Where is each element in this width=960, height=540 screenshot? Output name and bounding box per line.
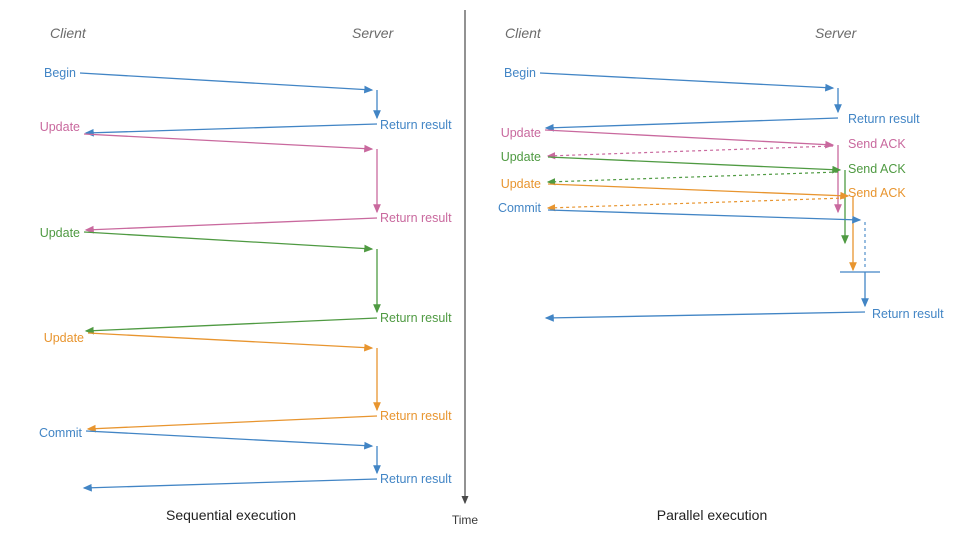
left-message-commit: Commit Return result [39, 426, 452, 492]
right-label-return-result-1: Return result [848, 112, 920, 126]
right-label-update-pink: Update [501, 126, 541, 140]
right-label-send-ack-2: Send ACK [848, 162, 906, 176]
right-server-lifeline-label: Server [815, 25, 858, 41]
arrow-r-send-ack-pink [546, 145, 834, 160]
right-message-update-pink: Update Send ACK [501, 126, 906, 214]
left-message-update-green: Update Return result [40, 226, 452, 335]
left-label-commit: Commit [39, 426, 83, 440]
arrow-r-commit-request [547, 209, 862, 224]
right-label-commit: Commit [498, 201, 542, 215]
left-client-lifeline-label: Client [50, 25, 87, 41]
right-message-begin: Begin Return result [504, 66, 920, 132]
arrow-commit-response [82, 478, 378, 492]
arrow-r-send-ack-orange [546, 197, 846, 212]
arrow-begin-request [79, 72, 374, 94]
arrow-r-update-orange-request [547, 183, 850, 200]
left-label-return-result-5: Return result [380, 472, 452, 486]
left-panel: Client Server Begin Return result Update… [39, 25, 452, 523]
arrow-update-green-request [83, 231, 374, 253]
left-label-return-result-3: Return result [380, 311, 452, 325]
arrow-r-send-ack-green [546, 171, 839, 186]
left-panel-caption: Sequential execution [166, 507, 296, 523]
left-label-update-green: Update [40, 226, 80, 240]
left-label-return-result-4: Return result [380, 409, 452, 423]
left-message-begin: Begin Return result [44, 66, 452, 137]
time-axis-label: Time [452, 513, 479, 527]
left-message-update-pink: Update Return result [40, 120, 452, 234]
arrow-update-pink-response [84, 217, 378, 234]
right-label-send-ack-1: Send ACK [848, 137, 906, 151]
right-panel: Client Server Begin Return result Update… [498, 25, 944, 523]
left-label-update-orange: Update [44, 331, 84, 345]
right-client-lifeline-label: Client [505, 25, 542, 41]
arrow-r-update-pink-request [544, 129, 835, 149]
arrow-begin-response [84, 123, 378, 137]
right-label-update-green: Update [501, 150, 541, 164]
arrow-update-orange-request [87, 332, 374, 352]
arrow-update-orange-response [86, 415, 378, 433]
time-axis: Time [452, 10, 479, 527]
left-label-return-result-1: Return result [380, 118, 452, 132]
right-label-update-orange: Update [501, 177, 541, 191]
left-message-update-orange: Update Return result [44, 331, 452, 433]
right-message-update-orange: Update Send ACK [501, 177, 906, 272]
arrow-r-begin-response [544, 117, 839, 132]
right-label-return-result-2: Return result [872, 307, 944, 321]
left-label-begin: Begin [44, 66, 76, 80]
arrow-r-begin-request [539, 72, 835, 92]
arrow-r-update-green-request [547, 156, 842, 174]
left-label-return-result-2: Return result [380, 211, 452, 225]
right-label-send-ack-3: Send ACK [848, 186, 906, 200]
arrow-r-commit-response [544, 311, 866, 322]
left-label-update-pink: Update [40, 120, 80, 134]
right-message-commit: Commit Return result [498, 201, 944, 322]
right-panel-caption: Parallel execution [657, 507, 768, 523]
right-label-begin: Begin [504, 66, 536, 80]
right-message-update-green: Update Send ACK [501, 150, 906, 245]
arrow-update-green-response [84, 317, 378, 335]
left-server-lifeline-label: Server [352, 25, 395, 41]
arrow-update-pink-request [83, 133, 374, 153]
arrow-commit-request [85, 430, 374, 450]
